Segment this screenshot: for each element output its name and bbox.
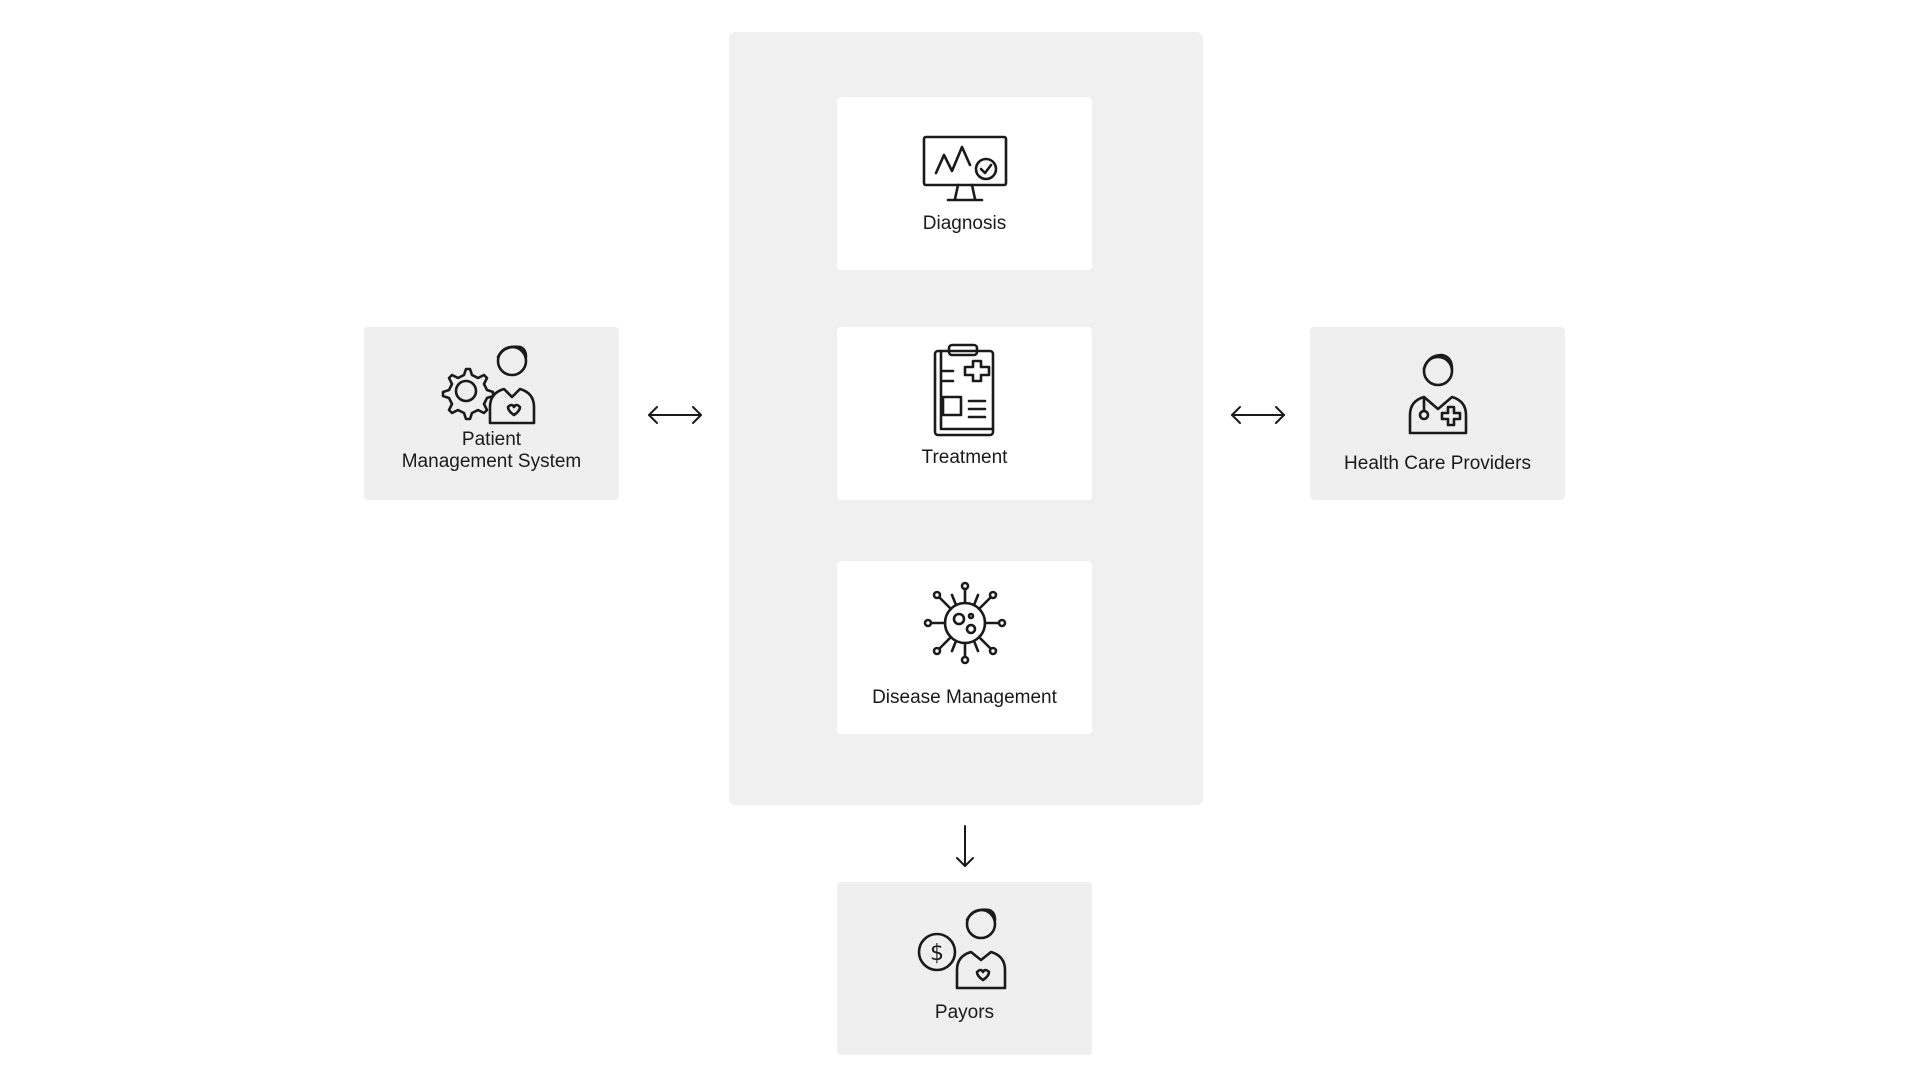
- treatment-card: Treatment: [837, 327, 1092, 500]
- treatment-label: Treatment: [921, 447, 1008, 468]
- person-dollar-icon: $: [917, 908, 1006, 990]
- bidirectional-arrow-right: [1231, 406, 1285, 424]
- svg-text:$: $: [930, 941, 944, 966]
- monitor-chart-icon: [922, 135, 1007, 202]
- virus-icon: [923, 581, 1006, 665]
- payors-label: Payors: [934, 1002, 995, 1023]
- diagnosis-card: Diagnosis: [837, 97, 1092, 270]
- disease-management-card: Disease Management: [837, 561, 1092, 734]
- patient-management-system-label-line2: Management System: [401, 451, 582, 472]
- health-care-providers-card: Health Care Providers: [1310, 327, 1565, 500]
- person-gear-icon: [441, 345, 535, 425]
- health-care-providers-label: Health Care Providers: [1344, 453, 1531, 474]
- bidirectional-arrow-left: [648, 406, 702, 424]
- patient-management-system-label: Patient Management System: [402, 429, 582, 473]
- diagnosis-label: Diagnosis: [922, 213, 1007, 234]
- clipboard-medical-icon: [933, 343, 994, 437]
- doctor-icon: [1408, 353, 1467, 435]
- patient-management-system-card: Patient Management System: [364, 327, 619, 500]
- disease-management-label: Disease Management: [872, 687, 1057, 708]
- payors-card: $ Payors: [837, 882, 1092, 1055]
- patient-management-system-label-line1: Patient: [461, 429, 522, 450]
- arrow-down: [956, 825, 974, 867]
